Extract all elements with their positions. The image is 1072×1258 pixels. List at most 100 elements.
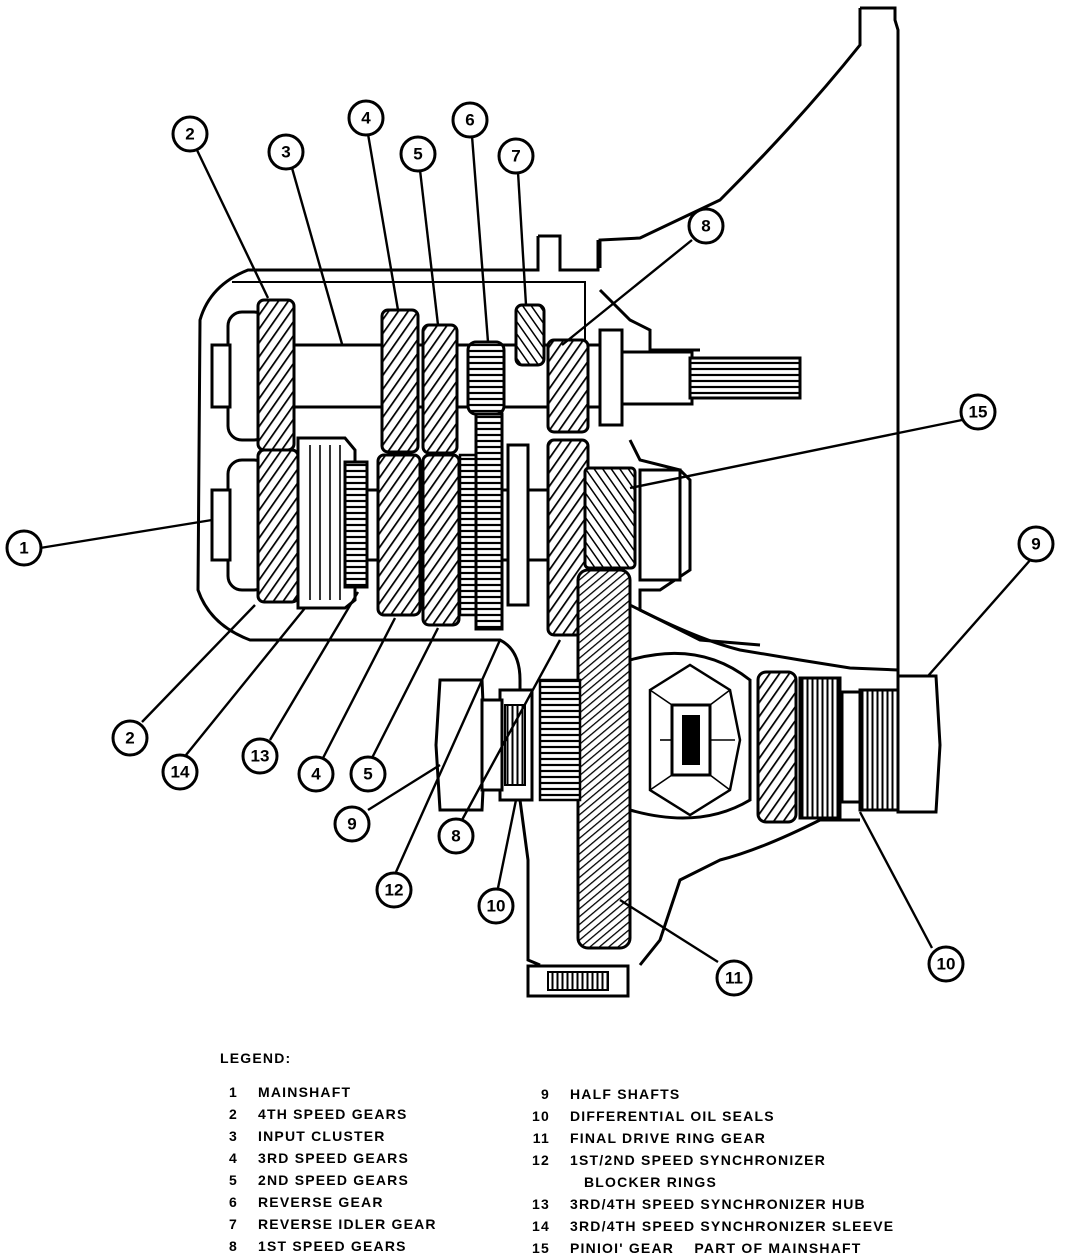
synchronizer-blocker-rings-1-2 <box>458 453 478 617</box>
callout-14: 14 <box>161 753 199 791</box>
legend-item-label: 2ND SPEED GEARS <box>258 1172 410 1188</box>
legend-item-12: 12 1ST/2ND SPEED SYNCHRONIZER <box>520 1152 826 1168</box>
legend-item-label: HALF SHAFTS <box>570 1086 681 1102</box>
callout-label: 3 <box>281 143 290 162</box>
transaxle-case <box>196 6 900 998</box>
callout-label: 15 <box>969 403 988 422</box>
legend-item-label: REVERSE IDLER GEAR <box>258 1216 437 1232</box>
legend-item-number: 15 <box>532 1240 550 1256</box>
synchronizer-sleeve-3-4 <box>296 436 357 610</box>
legend-item-11: 11 FINAL DRIVE RING GEAR <box>520 1130 766 1146</box>
legend-item-number: 1 <box>229 1084 238 1100</box>
callout-label: 5 <box>363 765 372 784</box>
legend-item-2: 2 4TH SPEED GEARS <box>208 1106 407 1122</box>
legend-item-5: 5 2ND SPEED GEARS <box>208 1172 409 1188</box>
legend-item-label: INPUT CLUSTER <box>258 1128 386 1144</box>
callout-label: 12 <box>385 881 404 900</box>
callout-5-top: 5 <box>399 135 437 173</box>
legend-item-number: 4 <box>229 1150 238 1166</box>
legend-item-label: MAINSHAFT <box>258 1084 352 1100</box>
legend-item-number: 12 <box>532 1152 550 1168</box>
legend-item-number: 6 <box>229 1194 238 1210</box>
callout-10-right: 10 <box>927 945 965 983</box>
differential <box>538 651 798 824</box>
callout-2-bottom: 2 <box>111 719 149 757</box>
legend-item-12-continuation: BLOCKER RINGS <box>584 1174 718 1190</box>
half-shafts <box>434 674 942 814</box>
callout-8-top: 8 <box>687 207 725 245</box>
callout-label: 10 <box>487 897 506 916</box>
callout-2-top: 2 <box>171 115 209 153</box>
callout-label: 1 <box>19 539 28 558</box>
callout-6: 6 <box>451 101 489 139</box>
second-speed-gears <box>421 323 461 627</box>
callout-label: 2 <box>125 729 134 748</box>
reverse-idler-gear <box>506 303 546 607</box>
callout-5-bottom: 5 <box>349 755 387 793</box>
legend-item-number: 9 <box>541 1086 550 1102</box>
legend-item-label: FINAL DRIVE RING GEAR <box>570 1130 767 1146</box>
legend-item-number: 11 <box>532 1130 550 1146</box>
legend-item-label: 3RD/4TH SPEED SYNCHRONIZER HUB <box>570 1196 866 1212</box>
callout-label: 5 <box>413 145 422 164</box>
callout-11: 11 <box>715 959 753 997</box>
legend-item-number: 2 <box>229 1106 238 1122</box>
callout-8-bottom: 8 <box>437 817 475 855</box>
callout-4-bottom: 4 <box>297 755 335 793</box>
legend-item-label: 3RD SPEED GEARS <box>258 1150 410 1166</box>
callout-label: 6 <box>465 111 474 130</box>
callout-label: 10 <box>937 955 956 974</box>
callout-12: 12 <box>375 871 413 909</box>
transaxle-cross-section-diagram: 1 2 3 4 5 6 7 8 15 9 2 14 13 4 5 9 12 8 … <box>5 6 1055 998</box>
callout-label: 2 <box>185 125 194 144</box>
callout-10-left: 10 <box>477 887 515 925</box>
legend-item-number: 13 <box>532 1196 550 1212</box>
legend-item-9: 9 HALF SHAFTS <box>520 1086 680 1102</box>
callout-label: 11 <box>725 969 743 988</box>
input-cluster <box>210 310 802 442</box>
callout-label: 13 <box>251 747 270 766</box>
callout-13: 13 <box>241 737 279 775</box>
callout-15: 15 <box>959 393 997 431</box>
callout-label: 9 <box>347 815 356 834</box>
callout-4-top: 4 <box>347 99 385 137</box>
legend-item-13: 13 3RD/4TH SPEED SYNCHRONIZER HUB <box>520 1196 866 1212</box>
legend-item-number: 14 <box>532 1218 550 1234</box>
synchronizer-hub-3-4 <box>343 460 369 589</box>
legend-item-number: 7 <box>229 1216 238 1232</box>
legend-item-label: 4TH SPEED GEARS <box>258 1106 408 1122</box>
legend-item-label: REVERSE GEAR <box>258 1194 384 1210</box>
callout-label: 9 <box>1031 535 1040 554</box>
callout-1: 1 <box>5 529 43 567</box>
leader-lines <box>39 133 1033 964</box>
callout-label: 7 <box>511 147 520 166</box>
callout-label: 8 <box>701 217 710 236</box>
legend-item-label: 1ST/2ND SPEED SYNCHRONIZER <box>570 1152 827 1168</box>
legend-item-label: DIFFERENTIAL OIL SEALS <box>570 1108 775 1124</box>
pinion-gear <box>583 466 637 570</box>
third-speed-gears <box>376 308 422 617</box>
legend-item-number: 5 <box>229 1172 238 1188</box>
legend-title: LEGEND: <box>220 1050 292 1066</box>
legend-item-14: 14 3RD/4TH SPEED SYNCHRONIZER SLEEVE <box>520 1218 894 1234</box>
callout-label: 8 <box>451 827 460 846</box>
callout-9-bottom: 9 <box>333 805 371 843</box>
final-drive-ring-gear <box>576 568 632 950</box>
legend-item-number: 10 <box>532 1108 550 1124</box>
legend-item-1: 1 MAINSHAFT <box>208 1084 351 1100</box>
callout-9-right: 9 <box>1017 525 1055 563</box>
fourth-speed-gears <box>256 298 300 604</box>
legend-item-10: 10 DIFFERENTIAL OIL SEALS <box>520 1108 775 1124</box>
callout-label: 14 <box>171 763 190 782</box>
legend-item-4: 4 3RD SPEED GEARS <box>208 1150 409 1166</box>
reverse-gear <box>466 340 506 631</box>
legend-item-number: 8 <box>229 1238 238 1254</box>
callout-3: 3 <box>267 133 305 171</box>
legend-item-6: 6 REVERSE GEAR <box>208 1194 384 1210</box>
differential-oil-seals <box>498 676 864 820</box>
legend-item-label: 3RD/4TH SPEED SYNCHRONIZER SLEEVE <box>570 1218 895 1234</box>
legend-item-label: 1ST SPEED GEARS <box>258 1238 407 1254</box>
